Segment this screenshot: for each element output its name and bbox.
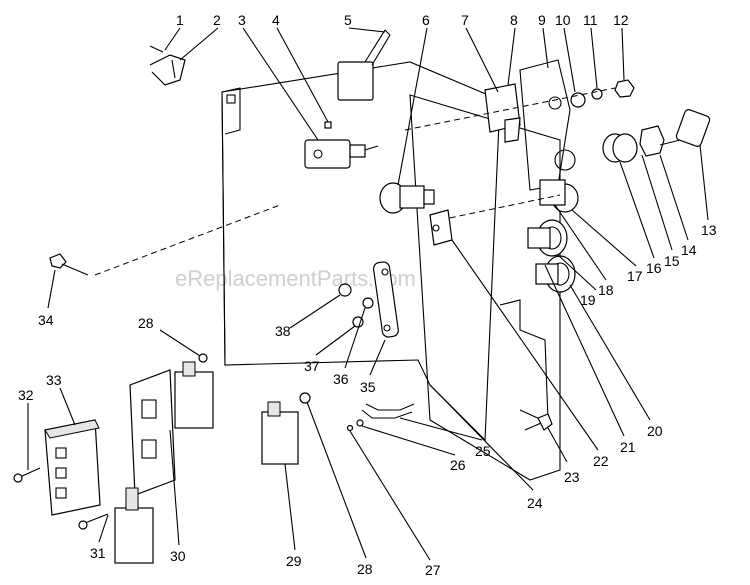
callout-9: 9 (538, 12, 546, 28)
callout-24: 24 (527, 495, 543, 511)
part-8-switch (484, 83, 521, 143)
part-26-pin (356, 419, 364, 427)
callout-15: 15 (664, 253, 680, 269)
part-4-clip (324, 121, 332, 129)
part-32-screw (13, 467, 41, 483)
part-34-screw (49, 253, 89, 276)
callout-4: 4 (272, 12, 280, 28)
assembly-line-2 (439, 194, 561, 221)
part-14-nut (639, 125, 665, 157)
callout-14: 14 (681, 242, 697, 258)
assembly-line-3 (94, 204, 281, 276)
part-29-relay (261, 401, 299, 465)
plate-9 (519, 59, 576, 191)
callout-30: 30 (170, 548, 186, 564)
part-37-nut (352, 316, 364, 328)
callout-19: 19 (580, 292, 596, 308)
leader-lines (27, 27, 709, 561)
part-30-bracket (129, 369, 176, 496)
callout-23: 23 (564, 469, 580, 485)
callout-10: 10 (555, 12, 571, 28)
callout-13: 13 (701, 222, 717, 238)
callout-11: 11 (583, 12, 598, 28)
callout-20: 20 (647, 423, 663, 439)
callout-27: 27 (425, 562, 441, 578)
callout-8: 8 (510, 12, 518, 28)
callout-29: 29 (286, 553, 302, 569)
callout-26: 26 (450, 457, 466, 473)
part-3-toggle-switch (304, 139, 379, 169)
part-10-washer (570, 92, 586, 108)
callout-7: 7 (461, 12, 469, 28)
part-22-board (429, 209, 453, 246)
part-1-pin (149, 45, 164, 53)
callout-18: 18 (598, 282, 614, 298)
callout-17: 17 (627, 268, 643, 284)
callout-31: 31 (90, 545, 106, 561)
callout-33: 33 (46, 372, 62, 388)
part-36-washer (362, 297, 374, 309)
part-5-switch (337, 29, 391, 101)
part-28-relay-upper (174, 361, 214, 429)
assembly-line (404, 87, 616, 131)
callout-21: 21 (620, 439, 636, 455)
callout-32: 32 (18, 387, 34, 403)
callout-12: 12 (613, 12, 629, 28)
part-18-housing (539, 179, 566, 206)
callout-28-upper: 28 (138, 315, 154, 331)
part-25-lever (361, 403, 415, 419)
part-6-knob (379, 182, 435, 214)
part-11-washer (591, 88, 603, 100)
part-38-nut (338, 283, 352, 297)
callout-35: 35 (360, 379, 376, 395)
callout-36: 36 (333, 371, 349, 387)
callout-25: 25 (475, 443, 491, 459)
callout-labels: 1 2 3 4 5 6 7 8 9 10 11 12 13 14 15 16 1… (18, 12, 717, 578)
part-12-nut (614, 79, 635, 98)
part-31-relay (114, 487, 154, 564)
callout-28-lower: 28 (357, 561, 373, 577)
part-28-nut-lower (299, 392, 311, 404)
callout-5: 5 (344, 12, 352, 28)
part-35-bracket (372, 261, 399, 338)
callout-37: 37 (304, 358, 320, 374)
part-16-gasket (602, 133, 638, 163)
callout-38: 38 (275, 323, 291, 339)
part-19-lamp (527, 219, 568, 257)
callout-3: 3 (238, 12, 246, 28)
part-23-screw (519, 409, 553, 431)
callout-6: 6 (422, 12, 430, 28)
callout-1: 1 (176, 12, 184, 28)
part-27-clip (346, 424, 354, 432)
part-13-key (659, 109, 711, 147)
part-20-lamp (535, 255, 576, 293)
callout-2: 2 (213, 12, 221, 28)
part-31-screw (78, 513, 109, 530)
callout-34: 34 (38, 312, 54, 328)
part-28-nut-upper (198, 353, 208, 363)
part-33-fuse-block (44, 419, 101, 516)
callout-16: 16 (646, 260, 662, 276)
part-2-bracket (149, 54, 186, 86)
callout-22: 22 (593, 453, 609, 469)
